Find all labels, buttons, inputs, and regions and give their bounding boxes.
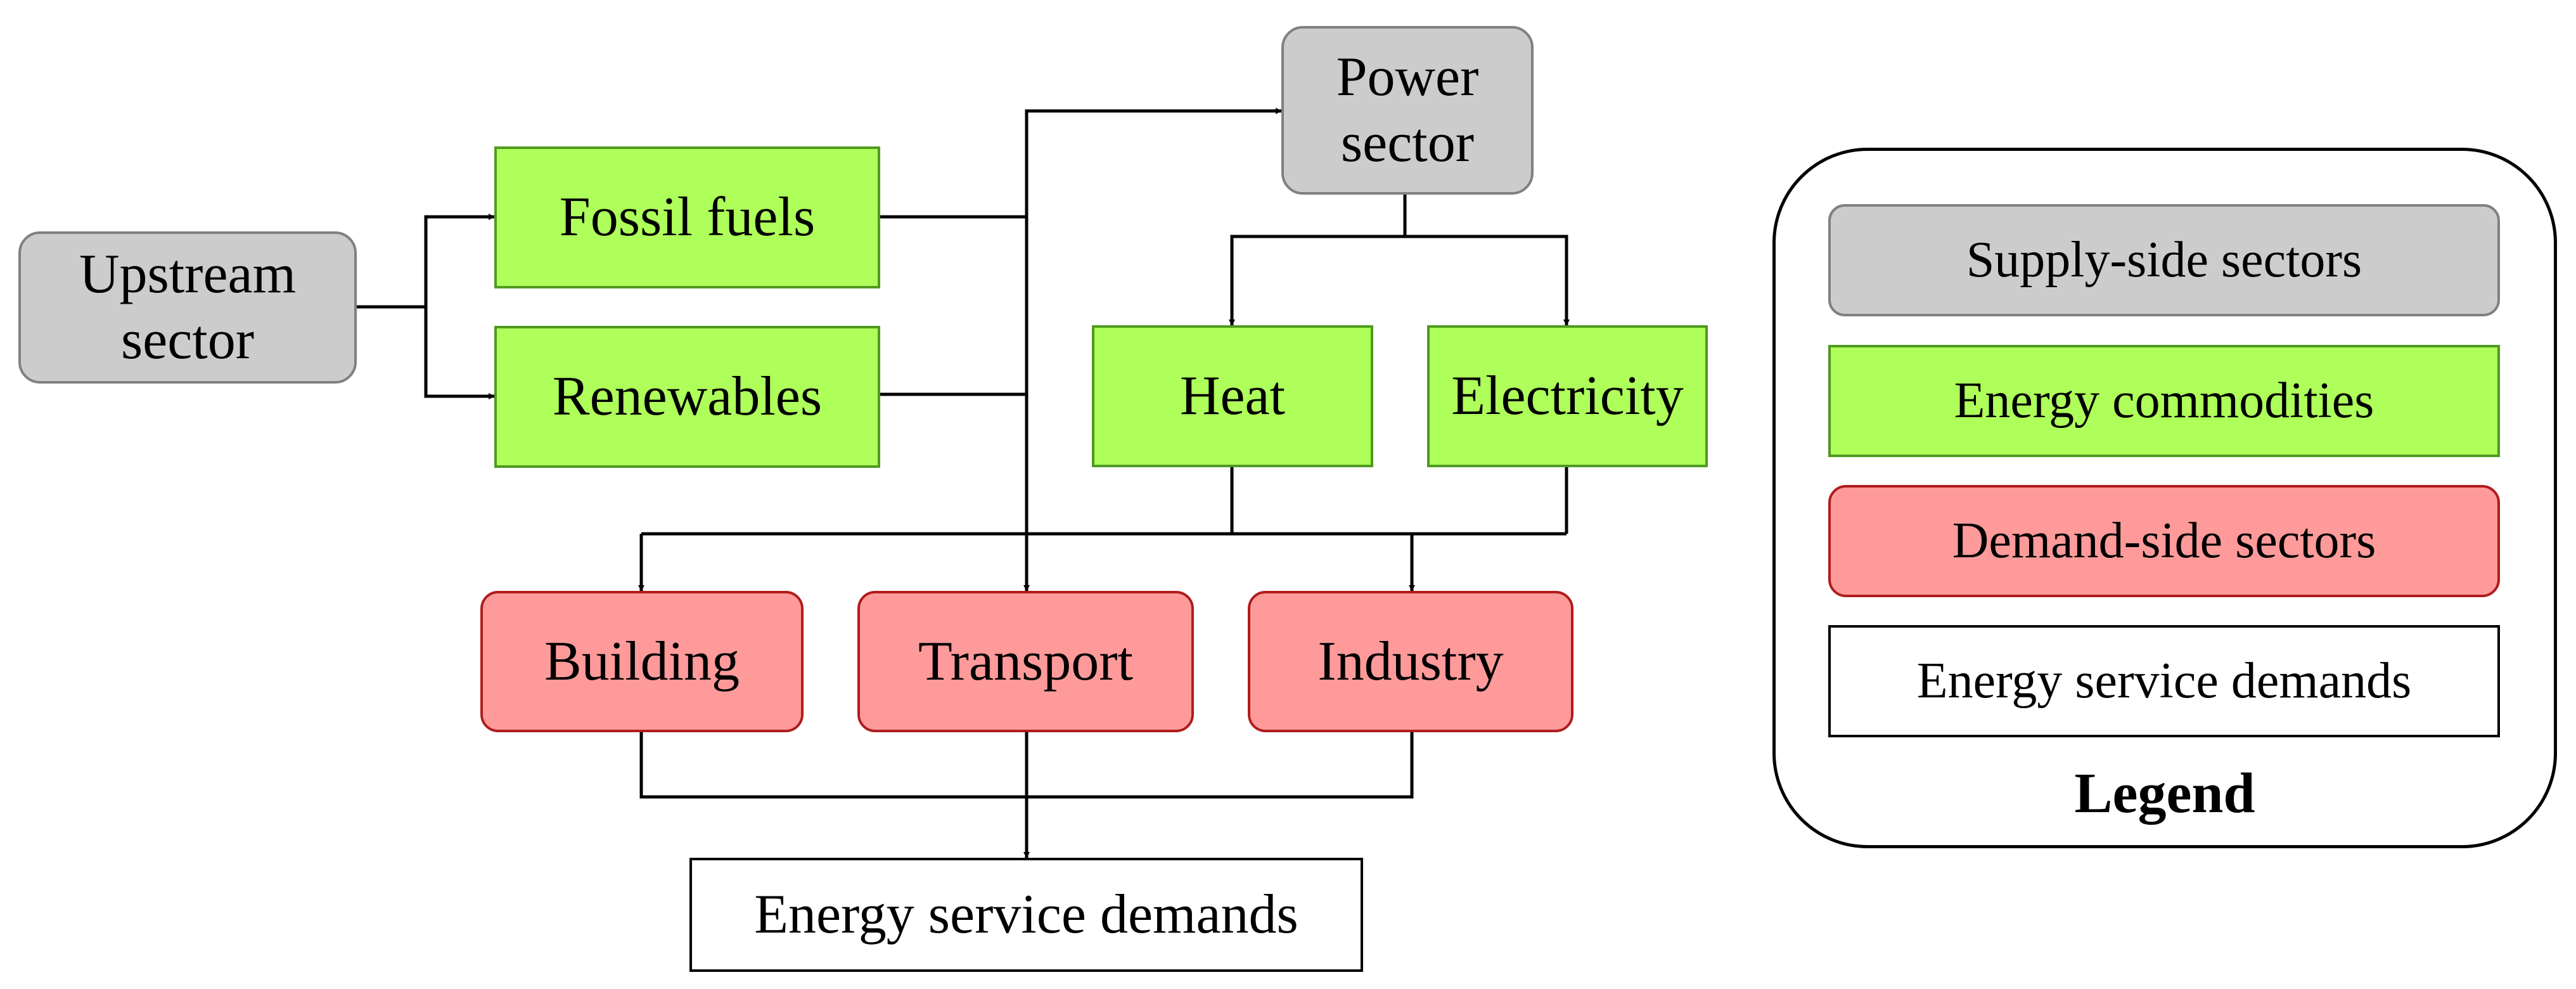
node-electricity: Electricity: [1427, 325, 1708, 467]
edge-power-to-electricity: [1405, 235, 1570, 326]
node-industry: Industry: [1248, 591, 1573, 732]
node-energy-service-demands: Energy service demands: [689, 858, 1363, 972]
legend-item-demand: Demand-side sectors: [1828, 485, 2500, 597]
legend-item-supply: Supply-side sectors: [1828, 204, 2500, 316]
edge-power-to-heat: [1229, 235, 1405, 326]
node-building: Building: [480, 591, 804, 732]
legend-item-commodity: Energy commodities: [1828, 345, 2500, 457]
legend-item-service: Energy service demands: [1828, 625, 2500, 737]
node-fossil-fuels: Fossil fuels: [494, 146, 880, 288]
node-power-sector: Power sector: [1281, 26, 1534, 195]
edge-upstream-to-fossil: [424, 214, 495, 307]
edge-upstream-to-renewables: [424, 307, 495, 399]
node-upstream-sector: Upstream sector: [18, 231, 357, 384]
edge-trunk-to-power: [1025, 108, 1282, 217]
legend-title: Legend: [2074, 762, 2255, 825]
node-heat: Heat: [1092, 325, 1373, 467]
node-renewables: Renewables: [494, 326, 880, 468]
node-transport: Transport: [857, 591, 1194, 732]
